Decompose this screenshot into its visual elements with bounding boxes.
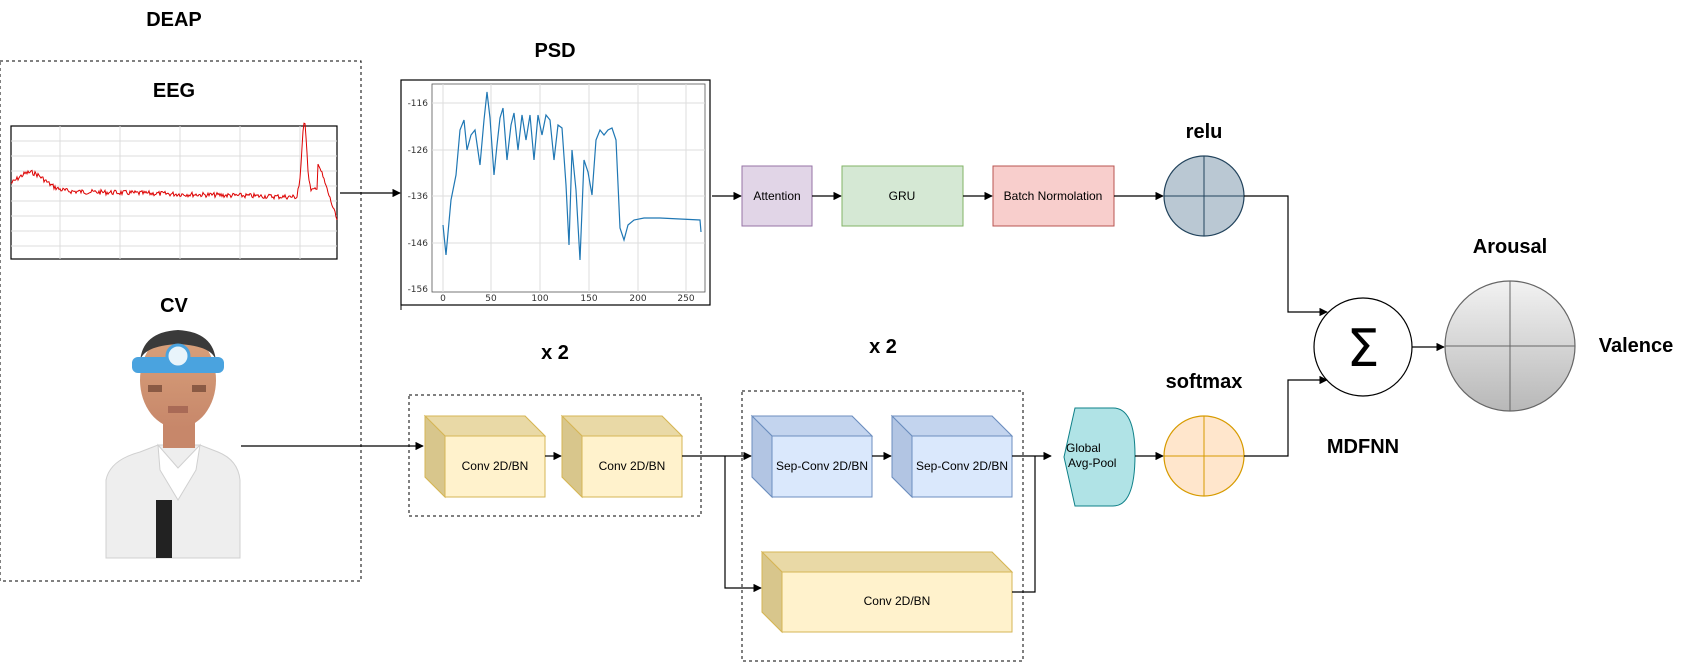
psd-ytick-4: -146: [408, 239, 429, 249]
conv-residual-block: [760, 550, 1014, 634]
sum-symbol: Σ: [1347, 319, 1380, 379]
eeg-signal-plot: [10, 122, 338, 260]
conv-repeat-group: [408, 394, 702, 517]
global-avg-pool-label-2: Avg-Pool: [1068, 456, 1116, 470]
cv-label: CV: [160, 295, 188, 317]
gru-label: GRU: [889, 189, 916, 203]
psd-xtick-1: 0: [440, 294, 446, 304]
conv-residual-label: Conv 2D/BN: [864, 594, 931, 608]
deap-dataset-frame: [0, 60, 362, 582]
repeat-label-conv: x 2: [541, 342, 569, 364]
arousal-valence-output-node: [1444, 280, 1576, 412]
connection-arrows: [241, 188, 1445, 593]
arousal-label: Arousal: [1473, 236, 1547, 258]
psd-xtick-3: 100: [531, 294, 548, 304]
psd-ytick-1: -116: [408, 99, 429, 109]
attention-label: Attention: [753, 189, 800, 203]
repeat-label-sepconv: x 2: [869, 336, 897, 358]
global-avg-pool-label-1: Global: [1066, 441, 1101, 455]
psd-xtick-2: 50: [485, 294, 497, 304]
global-avg-pool-block: [1063, 407, 1136, 507]
sepconv-block-1-label: Sep-Conv 2D/BN: [776, 459, 868, 473]
psd-ytick-5: -156: [408, 285, 429, 295]
gru-block: [841, 165, 964, 227]
conv-block-2-label: Conv 2D/BN: [599, 459, 666, 473]
sepconv-repeat-group: [741, 390, 1024, 662]
softmax-activation-node: [1163, 415, 1245, 497]
psd-xtick-6: 250: [677, 294, 694, 304]
psd-plot: -116 -126 -136 -146 -156 0 50 100 150 20…: [400, 79, 711, 310]
attention-block: [741, 165, 813, 227]
psd-ytick-2: -126: [408, 146, 429, 156]
psd-ytick-3: -136: [408, 192, 429, 202]
subject-face-image: [105, 330, 241, 559]
relu-label: relu: [1186, 121, 1223, 143]
deap-label: DEAP: [146, 9, 202, 31]
batch-norm-label: Batch Normolation: [1004, 189, 1103, 203]
psd-xtick-4: 150: [580, 294, 597, 304]
conv-block-1-label: Conv 2D/BN: [462, 459, 529, 473]
conv-block-2: [560, 414, 684, 499]
eeg-label: EEG: [153, 80, 195, 102]
psd-label: PSD: [534, 40, 575, 62]
batch-norm-block: [992, 165, 1115, 227]
sepconv-block-1: [750, 414, 874, 499]
sepconv-block-2-label: Sep-Conv 2D/BN: [916, 459, 1008, 473]
conv-block-1: [423, 414, 547, 499]
mdfnn-label: MDFNN: [1327, 436, 1399, 458]
psd-xtick-5: 200: [629, 294, 646, 304]
sepconv-block-2: [890, 414, 1014, 499]
relu-activation-node: [1163, 155, 1245, 237]
valence-label: Valence: [1599, 335, 1674, 357]
softmax-label: softmax: [1166, 371, 1243, 393]
